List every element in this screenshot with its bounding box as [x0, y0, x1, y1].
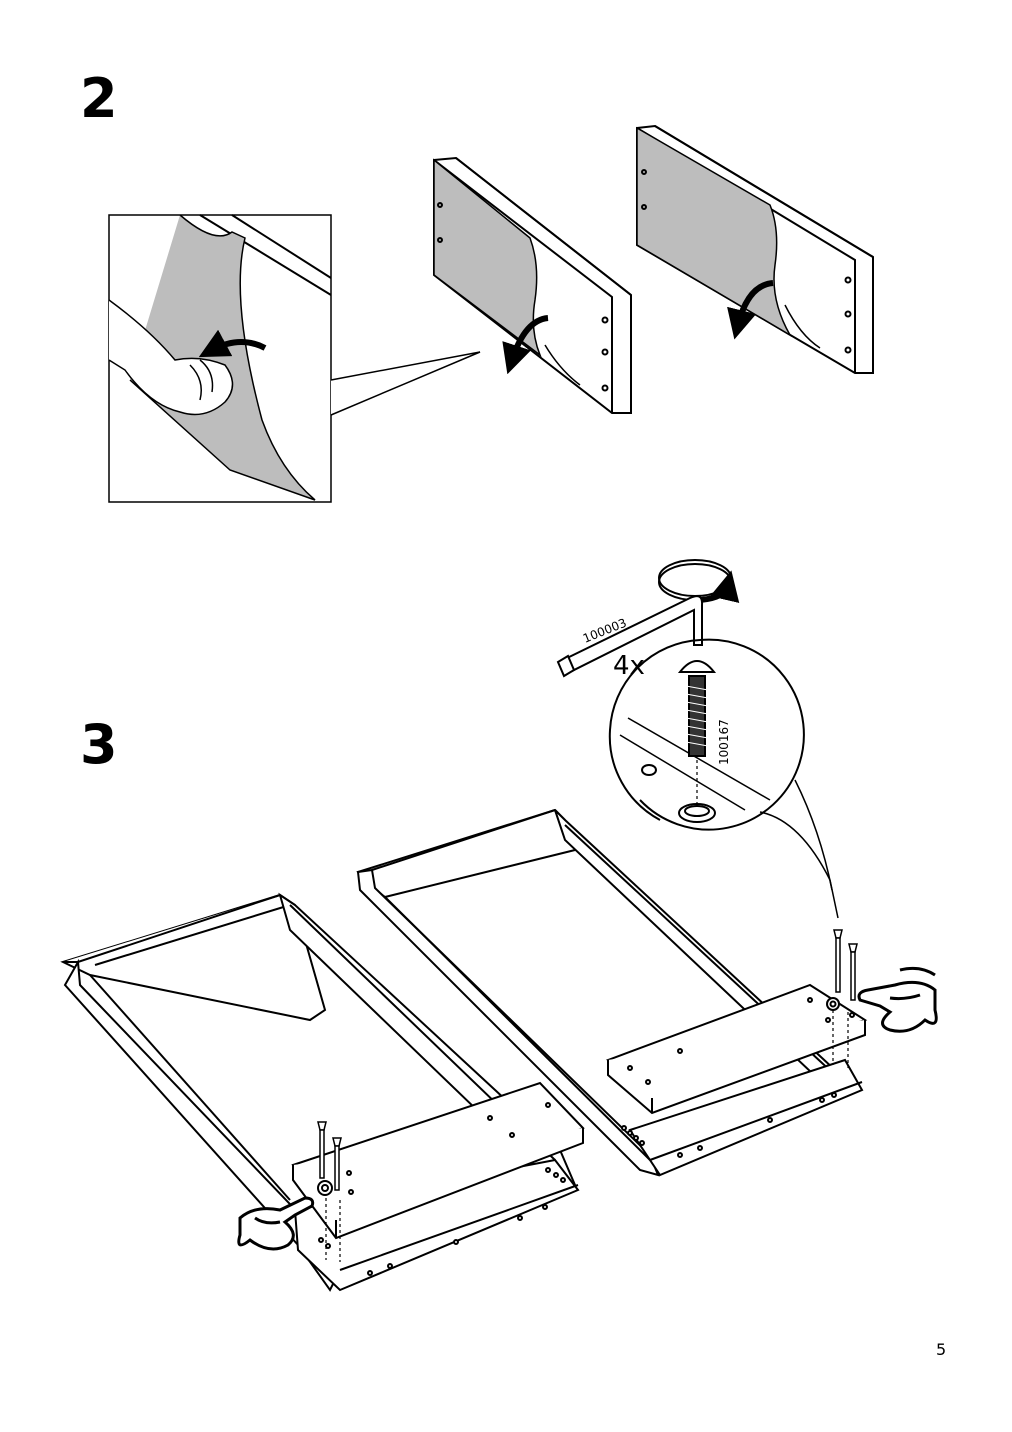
curved-arrow-icon	[502, 315, 549, 375]
rotate-arrow-icon	[658, 559, 740, 603]
frame-left	[60, 892, 585, 1292]
step-number-3: 3	[80, 713, 118, 776]
page-number: 5	[936, 1340, 947, 1359]
allen-key-icon	[556, 595, 704, 678]
bolt-part-number: 100167	[717, 719, 731, 765]
curved-arrow-icon	[727, 280, 774, 340]
panel-right	[636, 124, 874, 374]
detail-inset-peel	[108, 214, 481, 503]
curved-arrow-icon	[198, 329, 267, 358]
screw-icon	[317, 1121, 342, 1191]
screw-icon	[833, 929, 858, 1001]
magnified-detail-circle	[608, 638, 839, 919]
step-number-2: 2	[80, 67, 118, 130]
pointing-hand-icon	[237, 1196, 315, 1251]
pointing-hand-icon	[857, 966, 938, 1033]
frame-right	[356, 808, 868, 1177]
bolt-icon	[677, 660, 717, 808]
panel-left	[433, 156, 632, 414]
